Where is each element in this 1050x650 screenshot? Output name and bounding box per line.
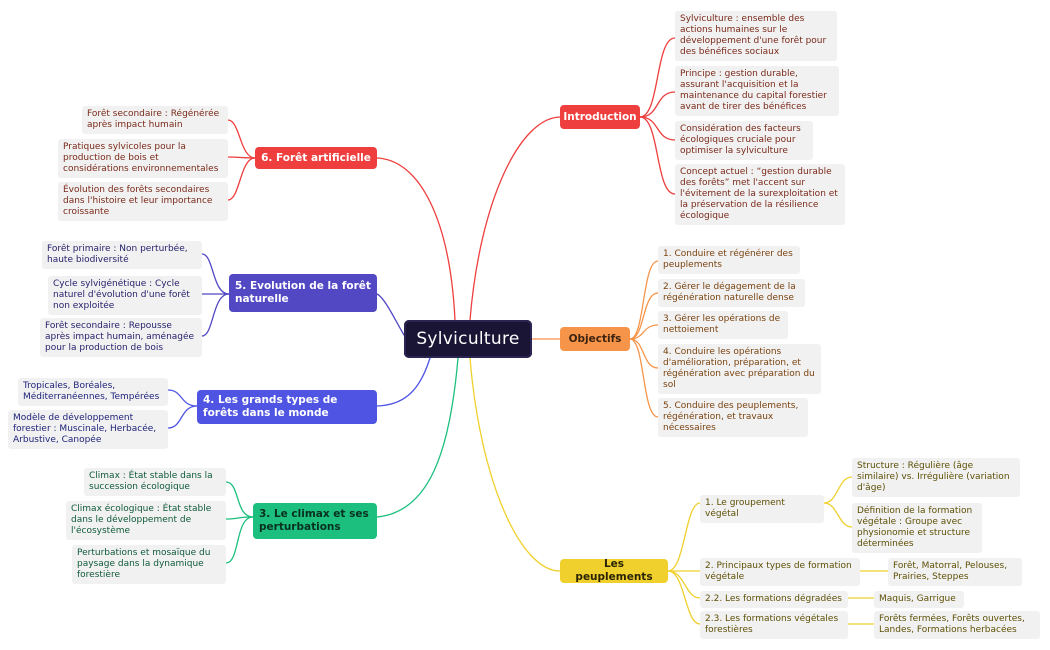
climax-item-3[interactable]: Perturbations et mosaïque du paysage dan… bbox=[72, 545, 226, 584]
climax-item-1[interactable]: Climax : État stable dans la succession … bbox=[84, 468, 226, 496]
objectifs-item-5[interactable]: 5. Conduire des peuplements, régénératio… bbox=[658, 398, 808, 437]
peuplements-sub-2[interactable]: 2. Principaux types de formation végétal… bbox=[700, 558, 860, 586]
objectifs-item-4[interactable]: 4. Conduire les opérations d'amélioratio… bbox=[658, 344, 821, 394]
artificielle-item-2[interactable]: Pratiques sylvicoles pour la production … bbox=[58, 139, 228, 178]
central-topic[interactable]: Sylviculture bbox=[404, 320, 532, 358]
link-peuplements bbox=[469, 357, 561, 572]
objectifs-item-3[interactable]: 3. Gérer les opérations de nettoiement bbox=[658, 311, 788, 339]
introduction-item-4[interactable]: Concept actuel : “gestion durable des fo… bbox=[675, 164, 845, 225]
introduction-item-3[interactable]: Considération des facteurs écologiques c… bbox=[675, 121, 813, 160]
objectifs-item-1[interactable]: 1. Conduire et régénérer des peuplements bbox=[658, 246, 800, 274]
peuplements-sub-4-item-1[interactable]: Forêts fermées, Forêts ouvertes, Landes,… bbox=[874, 611, 1040, 639]
introduction-item-1[interactable]: Sylviculture : ensemble des actions huma… bbox=[675, 11, 837, 61]
link-evolution bbox=[376, 293, 405, 336]
peuplements-sub-3-item-1[interactable]: Maquis, Garrigue bbox=[874, 591, 964, 608]
peuplements-sub-1-item-2[interactable]: Définition de la formation végétale : Gr… bbox=[852, 503, 982, 553]
link-artificielle bbox=[376, 157, 456, 321]
peuplements-sub-3[interactable]: 2.2. Les formations dégradées bbox=[700, 591, 848, 608]
branch-artificielle[interactable]: 6. Forêt artificielle bbox=[255, 147, 377, 169]
branch-peuplements[interactable]: Les peuplements bbox=[560, 558, 668, 583]
evolution-item-2[interactable]: Cycle sylvigénétique : Cycle naturel d'é… bbox=[48, 276, 202, 315]
objectifs-item-2[interactable]: 2. Gérer le dégagement de la régénératio… bbox=[658, 279, 805, 307]
link-climax bbox=[376, 357, 459, 518]
introduction-item-2[interactable]: Principe : gestion durable, assurant l'a… bbox=[675, 66, 839, 116]
peuplements-sub-2-item-1[interactable]: Forêt, Matorral, Pelouses, Prairies, Ste… bbox=[888, 558, 1022, 586]
branch-introduction[interactable]: Introduction bbox=[560, 105, 640, 129]
evolution-item-1[interactable]: Forêt primaire : Non perturbée, haute bi… bbox=[42, 241, 202, 269]
types-item-2[interactable]: Modèle de développement forestier : Musc… bbox=[8, 410, 168, 449]
branch-objectifs[interactable]: Objectifs bbox=[560, 327, 630, 351]
artificielle-item-3[interactable]: Évolution des forêts secondaires dans l'… bbox=[58, 182, 228, 221]
link-introduction bbox=[469, 116, 561, 321]
branch-evolution[interactable]: 5. Evolution de la forêt naturelle bbox=[229, 274, 377, 312]
branch-climax[interactable]: 3. Le climax et ses perturbations bbox=[253, 503, 377, 539]
link-types bbox=[376, 357, 431, 407]
types-item-1[interactable]: Tropicales, Boréales, Méditerranéennes, … bbox=[18, 378, 168, 406]
peuplements-sub-1[interactable]: 1. Le groupement végétal bbox=[700, 495, 824, 523]
evolution-item-3[interactable]: Forêt secondaire : Repousse après impact… bbox=[40, 318, 202, 357]
peuplements-sub-1-item-1[interactable]: Structure : Régulière (âge similaire) vs… bbox=[852, 458, 1020, 497]
climax-item-2[interactable]: Climax écologique : État stable dans le … bbox=[66, 501, 226, 540]
peuplements-sub-4[interactable]: 2.3. Les formations végétales forestière… bbox=[700, 611, 848, 639]
artificielle-item-1[interactable]: Forêt secondaire : Régénérée après impac… bbox=[82, 106, 228, 134]
branch-types[interactable]: 4. Les grands types de forêts dans le mo… bbox=[197, 390, 377, 424]
